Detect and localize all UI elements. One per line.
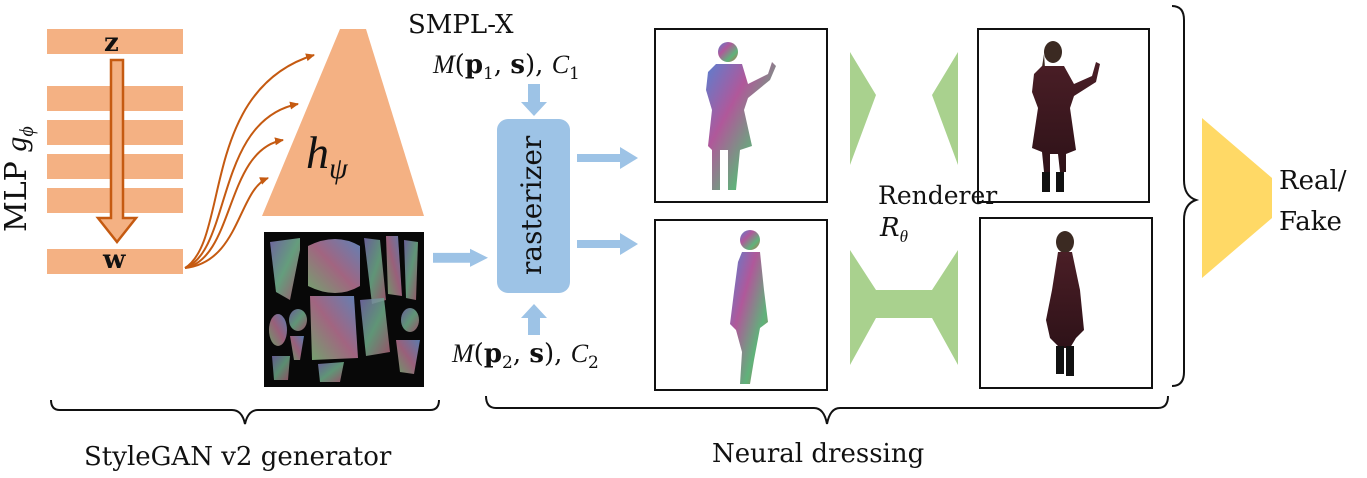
rasterizer-to-view2-arrow xyxy=(577,233,638,255)
mlp-output-w: w xyxy=(103,245,126,275)
renderer-symbol-r: R xyxy=(880,213,900,243)
view1-p-index: 1 xyxy=(483,64,494,85)
discriminator-label-line1: Real/ xyxy=(1279,166,1347,196)
smplx-view2-arrow xyxy=(521,304,547,335)
mlp-layer-input xyxy=(47,29,183,54)
view1-comma: , xyxy=(493,50,511,80)
renderer-network-view1-bottom xyxy=(850,52,958,95)
mlp-flow-arrow xyxy=(95,58,139,245)
view2-p-index: 2 xyxy=(502,353,513,374)
rasterizer-label: rasterizer xyxy=(515,135,548,275)
renderer-symbol-sub: θ xyxy=(899,227,908,247)
view1-camera-index: 1 xyxy=(569,64,580,85)
view1-s: s xyxy=(510,50,526,80)
stylegan-caption: StyleGAN v2 generator xyxy=(84,442,392,472)
view2-comma: , xyxy=(512,339,530,369)
view1-p: p xyxy=(464,50,484,80)
mlp-symbol: gϕ xyxy=(0,126,38,152)
style-arrows xyxy=(184,53,315,269)
synthesis-network xyxy=(262,29,424,216)
smplx-view1-label: M(p1, s), C1 xyxy=(433,52,580,83)
neural-texture-image xyxy=(264,232,424,387)
style-arrow xyxy=(184,137,284,269)
view1-close: ), xyxy=(525,50,552,80)
view2-open: ( xyxy=(473,339,484,369)
view1-fn: M xyxy=(433,50,455,79)
rendered-person-view2 xyxy=(979,217,1153,389)
view2-p: p xyxy=(483,339,503,369)
smplx-render-view1 xyxy=(654,28,828,203)
mlp-layer-output xyxy=(47,249,183,274)
rasterizer-box xyxy=(497,119,570,293)
style-arrow xyxy=(184,177,269,269)
texture-to-rasterizer-arrow xyxy=(433,248,488,267)
synthesis-symbol: hψ xyxy=(306,130,348,184)
mlp-label: MLP gϕ xyxy=(0,126,38,232)
mlp-symbol-sub: ϕ xyxy=(16,126,38,137)
output-brace xyxy=(1171,5,1200,387)
view2-camera: C xyxy=(570,339,589,368)
view2-close: ), xyxy=(544,339,571,369)
stylegan-brace xyxy=(50,399,440,425)
smplx-render-view2 xyxy=(654,219,828,391)
rendered-person-view1 xyxy=(977,28,1150,203)
renderer-symbol: Rθ xyxy=(880,215,908,245)
discriminator-label-line2: Fake xyxy=(1279,207,1342,237)
view2-camera-index: 2 xyxy=(588,353,599,374)
synthesis-symbol-sub: ψ xyxy=(329,152,348,186)
style-arrow xyxy=(184,53,315,269)
mlp-block xyxy=(47,29,183,274)
discriminator xyxy=(1202,118,1272,278)
synthesis-symbol-h: h xyxy=(306,127,329,178)
mlp-input-z: z xyxy=(104,28,119,58)
neural-dressing-brace xyxy=(485,395,1169,425)
style-arrow xyxy=(184,101,299,269)
mlp-text: MLP xyxy=(0,161,34,232)
view1-camera: C xyxy=(551,50,570,79)
renderer-label: Renderer xyxy=(878,181,998,210)
view2-s: s xyxy=(529,339,545,369)
renderer-network-view2 xyxy=(850,250,958,365)
smplx-view2-label: M(p2, s), C2 xyxy=(452,341,599,372)
smplx-view1-arrow xyxy=(521,84,547,116)
mlp-symbol-g: g xyxy=(0,136,33,152)
rasterizer-to-view1-arrow xyxy=(577,147,638,169)
smplx-title: SMPL-X xyxy=(408,10,514,40)
neural-dressing-caption: Neural dressing xyxy=(712,439,925,469)
view2-fn: M xyxy=(452,339,474,368)
view1-open: ( xyxy=(454,50,465,80)
